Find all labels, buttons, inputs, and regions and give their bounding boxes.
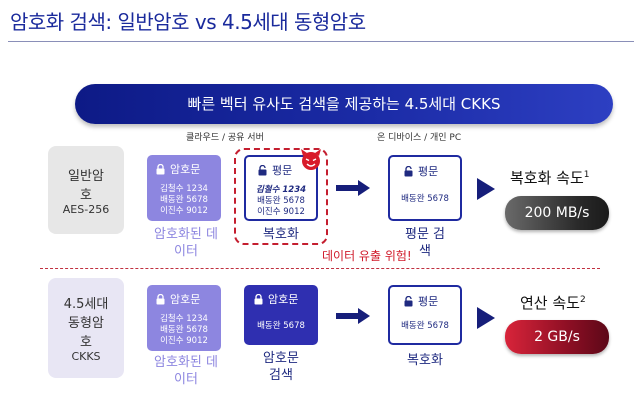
- card-title: 평문: [418, 295, 439, 308]
- card-line: 배동완 5678: [160, 325, 208, 335]
- page-title: 암호화 검색: 일반암호 vs 4.5세대 동형암호: [10, 10, 366, 34]
- row1-speed-title: 복호화 속도1: [510, 169, 590, 187]
- devil-icon: [301, 149, 321, 170]
- card-line: 이진수 9012: [160, 336, 208, 346]
- card-line: 이진수 9012: [160, 206, 208, 216]
- lock-open-icon: [404, 165, 413, 176]
- row1-ciphertext-card: 암호문 김철수 1234 배동완 5678 이진수 9012: [147, 155, 221, 221]
- card-title: 암호문: [170, 163, 201, 176]
- row2-ciphertext-card: 암호문 김철수 1234 배동완 5678 이진수 9012: [147, 285, 221, 351]
- row2-search-caption: 암호문 검색: [263, 351, 299, 383]
- row1-plain-caption: 복호화: [263, 227, 299, 242]
- chevron-right-icon: [477, 178, 495, 200]
- card-title: 평문: [272, 164, 293, 177]
- card-line: 배동완 5678: [257, 321, 305, 331]
- row1-speed-value: 200 MB/s: [505, 196, 609, 230]
- danger-warning: 데이터 유출 위험!: [322, 249, 412, 263]
- arrow-right-icon: [336, 308, 370, 324]
- lock-icon: [254, 293, 263, 304]
- lock-icon: [156, 293, 165, 304]
- row2-cipher-caption: 암호화된 데 이터: [154, 355, 218, 387]
- card-line: 김철수 1234: [255, 185, 307, 195]
- title-divider: [8, 41, 634, 42]
- row1-label: 일반암 호 AES-256: [48, 146, 124, 234]
- card-line: 배동완 5678: [257, 196, 305, 206]
- card-title: 암호문: [170, 293, 201, 306]
- row-divider: [40, 268, 600, 269]
- row2-speed-value: 2 GB/s: [505, 320, 609, 354]
- lock-icon: [156, 163, 165, 174]
- arrow-right-icon: [336, 180, 370, 196]
- row1-result-card: 평문 배동완 5678: [388, 155, 462, 221]
- lock-open-icon: [258, 164, 267, 175]
- card-title: 암호문: [268, 293, 299, 306]
- banner: [75, 84, 613, 124]
- row2-speed-title: 연산 속도2: [520, 294, 586, 312]
- lock-open-icon: [404, 295, 413, 306]
- label-device: 온 디바이스 / 개인 PC: [377, 133, 462, 143]
- card-title: 평문: [418, 165, 439, 178]
- row1-cipher-caption: 암호화된 데 이터: [154, 227, 218, 259]
- card-line: 배동완 5678: [401, 194, 449, 204]
- card-line: 이진수 9012: [257, 207, 305, 217]
- row2-label: 4.5세대 동형암 호 CKKS: [48, 278, 124, 378]
- row2-result-card: 평문 배동완 5678: [388, 285, 462, 345]
- label-cloud: 클라우드 / 공유 서버: [186, 133, 264, 143]
- row2-encrypted-search-card: 암호문 배동완 5678: [244, 285, 318, 345]
- card-line: 배동완 5678: [160, 195, 208, 205]
- danger-highlight-box: [234, 148, 328, 245]
- card-line: 배동완 5678: [401, 321, 449, 331]
- row1-result-caption: 평문 검 색: [404, 227, 445, 259]
- card-line: 김철수 1234: [160, 184, 208, 194]
- row2-result-caption: 복호화: [407, 353, 443, 368]
- chevron-right-icon: [477, 307, 495, 329]
- card-line: 김철수 1234: [160, 314, 208, 324]
- banner-text: 빠른 벡터 유사도 검색을 제공하는 4.5세대 CKKS: [187, 95, 501, 113]
